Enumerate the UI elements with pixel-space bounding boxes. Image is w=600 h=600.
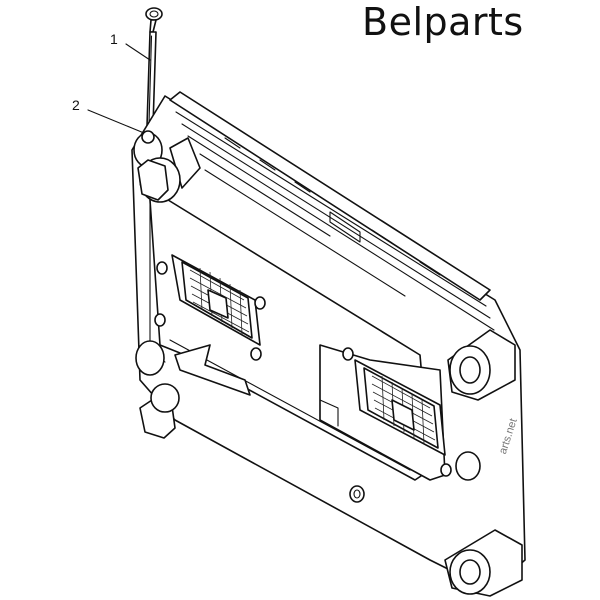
- leader-line-2: [87, 109, 145, 134]
- upper-connector: [154, 254, 266, 361]
- mounting-boss-bottom-right: [444, 529, 523, 597]
- mounting-boss-right: [447, 329, 516, 481]
- lower-connector: [342, 347, 452, 477]
- center-plug: [349, 485, 365, 503]
- leader-line-1: [125, 43, 151, 61]
- callout-1: 1: [110, 31, 118, 47]
- callout-2: 2: [72, 97, 80, 113]
- mounting-bolt-top-left: [133, 130, 201, 203]
- mounting-bolt-bottom-left: [135, 340, 180, 439]
- brand-logo: Belparts: [362, 0, 524, 44]
